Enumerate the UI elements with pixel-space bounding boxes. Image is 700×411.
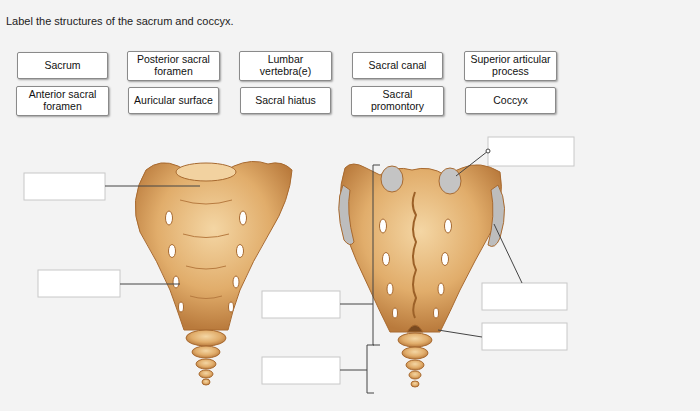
term-label: Sacrum xyxy=(40,59,84,73)
answer-box xyxy=(488,137,574,166)
bracket xyxy=(373,165,380,345)
word-bank-box: Superior articular process xyxy=(464,51,557,81)
term-label: Sacral canal xyxy=(365,59,431,73)
word-bank-box: Anterior sacral foramen xyxy=(16,86,109,116)
word-bank-box: Posterior sacral foramen xyxy=(127,51,220,81)
term-label: Auricular surface xyxy=(130,94,217,108)
word-bank-box: Lumbar vertebra(e) xyxy=(239,51,332,81)
title: Label the structures of the sacrum and c… xyxy=(6,15,233,27)
leader-line xyxy=(438,330,482,337)
superior-articular-process xyxy=(439,168,461,194)
auricular-surface xyxy=(339,185,354,245)
leader-line xyxy=(340,370,367,371)
word-bank-box: Sacral canal xyxy=(352,52,443,79)
term-label: Sacral promontory xyxy=(352,88,443,113)
sacral-hiatus xyxy=(407,325,423,332)
term-label: Coccyx xyxy=(489,94,531,108)
term-label: Posterior sacral foramen xyxy=(128,53,219,78)
coccyx-shape xyxy=(186,330,226,385)
sacrum-shape xyxy=(340,164,501,332)
median-crest xyxy=(413,192,416,318)
term-label: Lumbar vertebra(e) xyxy=(240,53,331,78)
leader-line xyxy=(456,151,488,176)
word-bank-box: Coccyx xyxy=(465,87,556,114)
leader-line xyxy=(120,284,180,285)
superior-articular-process xyxy=(381,166,403,192)
term-label: Sacral hiatus xyxy=(251,94,320,108)
word-bank-box: Auricular surface xyxy=(128,87,219,114)
leader-lines xyxy=(105,149,522,393)
anterior-foramina xyxy=(166,211,247,312)
leader-line xyxy=(494,224,522,283)
posterior-foramina xyxy=(380,219,452,318)
answer-box xyxy=(262,291,340,318)
leader-dot xyxy=(486,149,490,153)
sacrum-shape xyxy=(135,161,292,330)
anterior-sacrum xyxy=(135,161,292,385)
bracket xyxy=(367,345,374,393)
word-bank-box: Sacrum xyxy=(17,52,108,79)
term-label: Anterior sacral foramen xyxy=(17,88,108,113)
answer-box xyxy=(482,323,567,350)
promontory-surface xyxy=(176,163,236,181)
coccyx-shape xyxy=(398,333,432,387)
word-bank-box: Sacral promontory xyxy=(351,86,444,116)
leader-line xyxy=(340,304,373,305)
auricular-surface xyxy=(488,185,505,246)
posterior-sacrum xyxy=(339,164,505,387)
answer-box xyxy=(482,283,567,310)
answer-box xyxy=(38,270,120,297)
term-label: Superior articular process xyxy=(465,53,556,78)
answer-boxes xyxy=(24,137,574,384)
answer-box xyxy=(262,357,340,384)
leader-line xyxy=(105,186,200,187)
word-bank-box: Sacral hiatus xyxy=(240,87,331,114)
transverse-ridge xyxy=(180,200,232,299)
answer-box xyxy=(24,173,105,200)
